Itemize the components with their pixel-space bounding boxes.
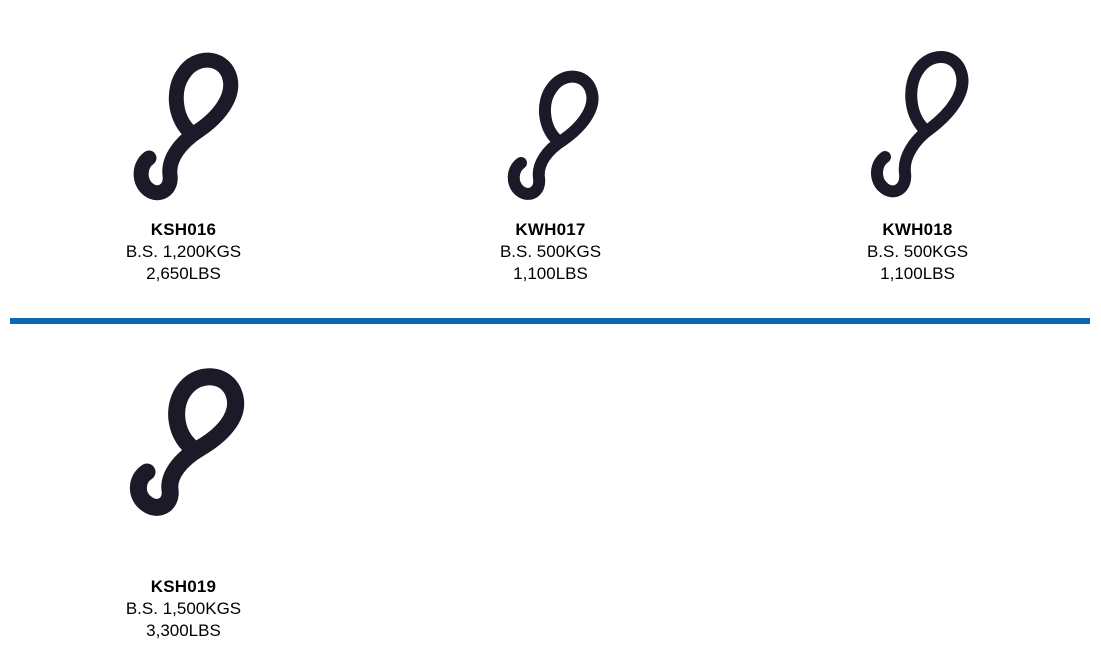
product-row-1: KSH016 B.S. 1,200KGS 2,650LBS KWH017 B.S… xyxy=(0,0,1101,285)
product-caption: KSH016 B.S. 1,200KGS 2,650LBS xyxy=(126,219,241,285)
product-code: KWH017 xyxy=(515,220,586,239)
empty-cell xyxy=(367,348,734,642)
section-divider xyxy=(10,318,1090,324)
breaking-strength-kgs: B.S. 1,500KGS xyxy=(125,599,242,618)
breaking-strength-kgs: B.S. 500KGS xyxy=(866,242,969,261)
breaking-strength-kgs: B.S. 500KGS xyxy=(499,242,602,261)
breaking-strength-lbs: 3,300LBS xyxy=(146,621,221,640)
s-hook-icon xyxy=(734,0,1101,205)
product-catalog: KSH016 B.S. 1,200KGS 2,650LBS KWH017 B.S… xyxy=(0,0,1101,285)
product-code: KWH018 xyxy=(882,220,953,239)
empty-cell xyxy=(734,348,1101,642)
product-caption: KWH018 B.S. 500KGS 1,100LBS xyxy=(867,219,968,285)
breaking-strength-lbs: 2,650LBS xyxy=(146,264,221,283)
product-cell-ksh016[interactable]: KSH016 B.S. 1,200KGS 2,650LBS xyxy=(0,0,367,285)
product-cell-ksh019[interactable]: KSH019 B.S. 1,500KGS 3,300LBS xyxy=(0,348,367,642)
breaking-strength-lbs: 1,100LBS xyxy=(880,264,955,283)
product-code: KSH016 xyxy=(150,220,217,239)
product-code: KSH019 xyxy=(150,577,217,596)
breaking-strength-lbs: 1,100LBS xyxy=(513,264,588,283)
product-cell-kwh017[interactable]: KWH017 B.S. 500KGS 1,100LBS xyxy=(367,0,734,285)
product-caption: KWH017 B.S. 500KGS 1,100LBS xyxy=(500,219,601,285)
breaking-strength-kgs: B.S. 1,200KGS xyxy=(125,242,242,261)
s-hook-icon xyxy=(367,0,734,205)
product-caption: KSH019 B.S. 1,500KGS 3,300LBS xyxy=(126,576,241,642)
product-row-2: KSH019 B.S. 1,500KGS 3,300LBS xyxy=(0,348,1101,642)
s-hook-icon xyxy=(0,348,367,538)
s-hook-icon xyxy=(0,0,367,205)
product-cell-kwh018[interactable]: KWH018 B.S. 500KGS 1,100LBS xyxy=(734,0,1101,285)
